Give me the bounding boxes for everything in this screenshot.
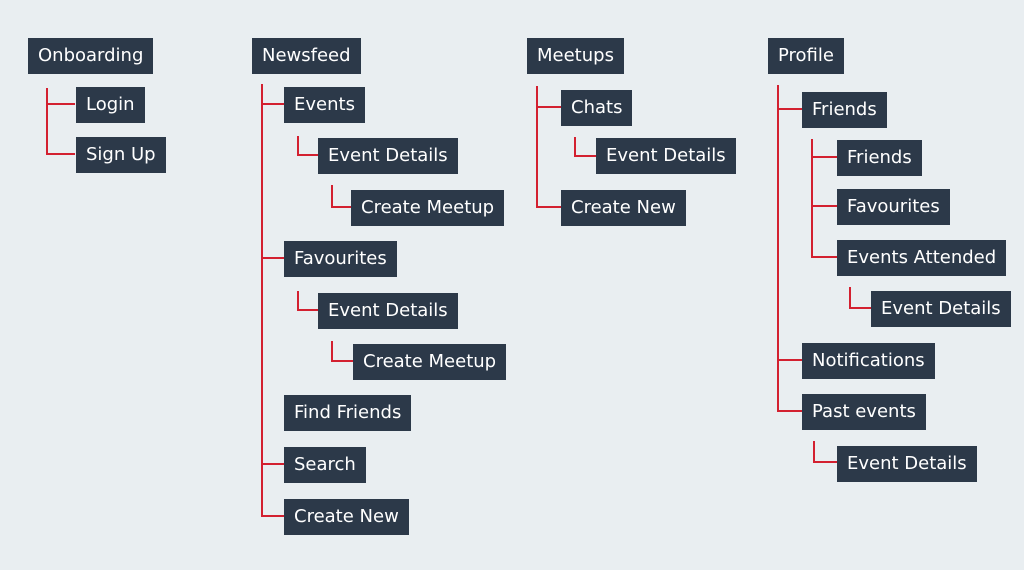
node-meetups-create-new[interactable]: Create New [561,190,686,226]
node-past-events-event-details[interactable]: Event Details [837,446,977,482]
node-events-attended-event-details[interactable]: Event Details [871,291,1011,327]
node-favourites-event-details[interactable]: Event Details [318,293,458,329]
node-events[interactable]: Events [284,87,365,123]
node-chats[interactable]: Chats [561,90,633,126]
node-chats-event-details[interactable]: Event Details [596,138,736,174]
node-newsfeed[interactable]: Newsfeed [252,38,361,74]
node-events-create-meetup[interactable]: Create Meetup [351,190,505,226]
node-favourites-create-meetup[interactable]: Create Meetup [353,344,507,380]
node-favourites[interactable]: Favourites [284,241,397,277]
node-events-event-details[interactable]: Event Details [318,138,458,174]
node-meetups[interactable]: Meetups [527,38,624,74]
node-newsfeed-create-new[interactable]: Create New [284,499,409,535]
node-notifications[interactable]: Notifications [802,343,935,379]
node-events-attended[interactable]: Events Attended [837,240,1007,276]
node-login[interactable]: Login [76,87,145,123]
node-past-events[interactable]: Past events [802,394,926,430]
node-search[interactable]: Search [284,447,366,483]
node-friends-friends[interactable]: Friends [837,140,922,176]
node-profile-friends[interactable]: Friends [802,92,887,128]
node-onboarding[interactable]: Onboarding [28,38,154,74]
node-profile[interactable]: Profile [768,38,844,74]
node-sign-up[interactable]: Sign Up [76,137,166,173]
node-friends-favourites[interactable]: Favourites [837,189,950,225]
node-find-friends[interactable]: Find Friends [284,395,412,431]
